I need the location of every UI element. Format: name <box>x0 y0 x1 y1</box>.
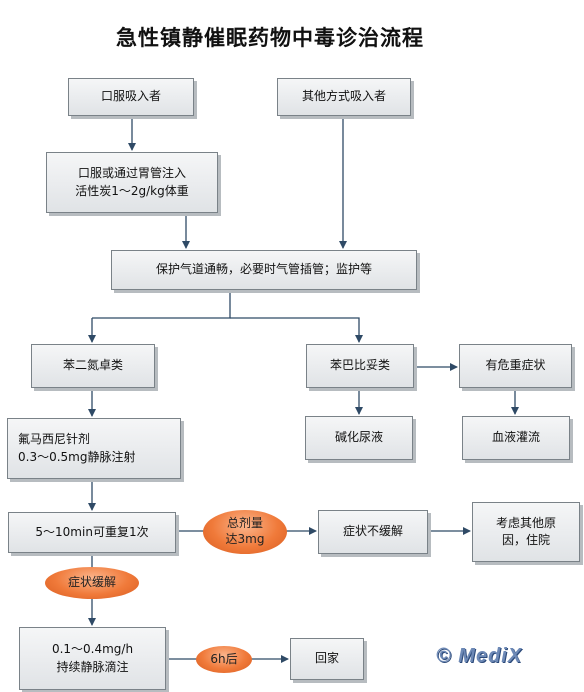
node-oral-intake-label: 口服吸入者 <box>100 89 161 104</box>
node-hemoperfusion-label: 血液灌流 <box>491 430 540 445</box>
node-airway-label: 保护气道通畅，必要时气管插管；监护等 <box>155 262 372 277</box>
node-barbiturate: 苯巴比妥类 <box>306 344 414 388</box>
node-alkalinize-urine-label: 碱化尿液 <box>334 430 383 445</box>
node-oral-intake: 口服吸入者 <box>68 78 194 116</box>
node-airway: 保护气道通畅，必要时气管插管；监护等 <box>111 250 417 290</box>
node-barbiturate-label: 苯巴比妥类 <box>329 358 390 373</box>
label-after-6h: 6h后 <box>196 646 252 673</box>
arrow-airway-split <box>92 290 231 319</box>
label-symptom-relief-text: 症状缓解 <box>67 575 116 590</box>
node-go-home-label: 回家 <box>314 651 339 666</box>
node-benzodiazepine-label: 苯二氮卓类 <box>62 358 123 373</box>
node-hemoperfusion: 血液灌流 <box>462 416 570 460</box>
node-flumazenil: 氟马西尼针剂 0.3～0.5mg静脉注射 <box>7 418 181 479</box>
arrow-split-to-barb <box>230 317 363 343</box>
node-repeat-dose: 5～10min可重复1次 <box>8 512 176 553</box>
node-flumazenil-label: 氟马西尼针剂 0.3～0.5mg静脉注射 <box>18 432 136 464</box>
node-severe-symptoms: 有危重症状 <box>459 344 572 388</box>
node-other-intake: 其他方式吸入者 <box>277 78 411 116</box>
node-go-home: 回家 <box>290 638 364 680</box>
label-after-6h-text: 6h后 <box>210 651 238 666</box>
node-infusion-label: 0.1～0.4mg/h 持续静脉滴注 <box>51 642 134 674</box>
node-no-relief: 症状不缓解 <box>318 510 428 554</box>
node-charcoal-label: 口服或通过胃管注入 活性炭1～2g/kg体重 <box>75 166 189 198</box>
node-alkalinize-urine: 碱化尿液 <box>305 416 413 460</box>
node-charcoal: 口服或通过胃管注入 活性炭1～2g/kg体重 <box>46 152 218 213</box>
node-consider-other-label: 考虑其他原 因，住院 <box>495 515 556 547</box>
node-other-intake-label: 其他方式吸入者 <box>301 89 386 104</box>
label-total-dose: 总剂量 达3mg <box>203 510 287 554</box>
label-symptom-relief: 症状缓解 <box>45 567 139 599</box>
node-severe-symptoms-label: 有危重症状 <box>485 358 546 373</box>
medix-watermark: © MediX <box>436 645 523 667</box>
node-benzodiazepine: 苯二氮卓类 <box>31 344 155 388</box>
node-consider-other: 考虑其他原 因，住院 <box>472 502 580 562</box>
node-repeat-dose-label: 5～10min可重复1次 <box>35 524 149 539</box>
node-infusion: 0.1～0.4mg/h 持续静脉滴注 <box>19 627 166 690</box>
node-no-relief-label: 症状不缓解 <box>342 524 403 539</box>
page-title: 急性镇静催眠药物中毒诊治流程 <box>116 26 424 50</box>
label-total-dose-text: 总剂量 达3mg <box>225 516 265 546</box>
